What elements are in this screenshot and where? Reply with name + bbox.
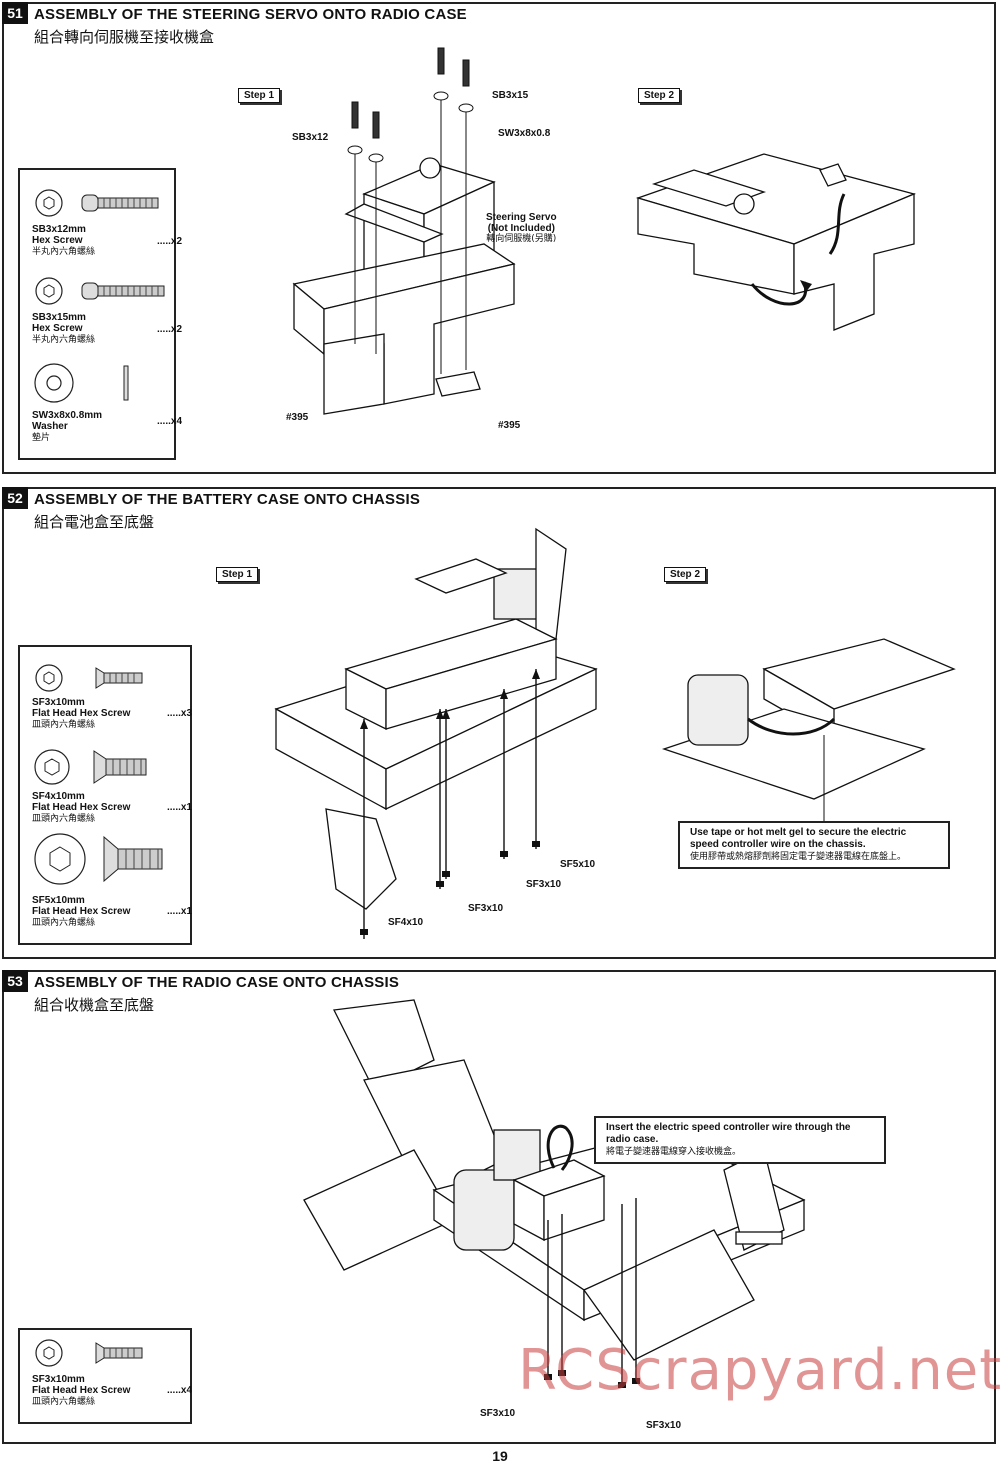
label-sb3x15: SB3x15: [492, 90, 529, 101]
step-1-label: Step 1: [216, 567, 259, 582]
section-number: 51: [2, 2, 28, 24]
washer-icon: [34, 363, 129, 403]
page-number: 19: [492, 1448, 508, 1464]
section-52: 52 ASSEMBLY OF THE BATTERY CASE ONTO CHA…: [2, 487, 996, 959]
part-sf3x10: SF3x10mm Flat Head Hex Screw 皿頭內六角螺絲 ...…: [32, 1374, 192, 1407]
screw-sf3x10-icon: [35, 664, 143, 692]
part-sf4x10: SF4x10mm Flat Head Hex Screw 皿頭內六角螺絲 ...…: [32, 791, 192, 824]
label-sw3x8x0-8: SW3x8x0.8: [498, 128, 551, 139]
part-sw3x8: SW3x8x0.8mm Washer 墊片 .....x4: [32, 410, 182, 443]
label-sf3x10-b: SF3x10: [646, 1420, 682, 1431]
label-part-395-right: #395: [498, 420, 521, 431]
screw-sf5x10-icon: [34, 833, 163, 885]
battery-case-chassis-step1-illustration: [274, 527, 598, 939]
section-subtitle: 組合收機盒至底盤: [34, 996, 155, 1014]
step-1-label: Step 1: [238, 88, 281, 103]
parts-list: SB3x12mm Hex Screw 半丸內六角螺絲 .....x2 SB3x1…: [18, 168, 182, 460]
part-sb3x12: SB3x12mm Hex Screw 半丸內六角螺絲 .....x2: [32, 224, 182, 257]
label-sf4x10: SF4x10: [388, 917, 424, 928]
note-secure-wire: Use tape or hot melt gel to secure the e…: [678, 821, 950, 869]
watermark: RCScrapyard.net: [518, 1338, 1000, 1403]
section-number: 53: [2, 970, 28, 992]
screw-sb3x15-icon: [35, 277, 165, 305]
section-subtitle: 組合轉向伺服機至接收機盒: [34, 28, 215, 46]
part-sf3x10: SF3x10mm Flat Head Hex Screw 皿頭內六角螺絲 ...…: [32, 697, 192, 730]
screw-sf3x10-icon: [35, 1339, 143, 1367]
servo-radio-case-step1-illustration: [292, 47, 516, 415]
part-sf5x10: SF5x10mm Flat Head Hex Screw 皿頭內六角螺絲 ...…: [32, 895, 192, 928]
radio-case-chassis-illustration: [303, 999, 806, 1388]
section-51: 51 ASSEMBLY OF THE STEERING SERVO ONTO R…: [2, 2, 996, 474]
section-53: 53 ASSEMBLY OF THE RADIO CASE ONTO CHASS…: [2, 970, 996, 1444]
section-title: ASSEMBLY OF THE STEERING SERVO ONTO RADI…: [34, 6, 467, 23]
section-title: ASSEMBLY OF THE BATTERY CASE ONTO CHASSI…: [34, 491, 421, 508]
label-sf5x10: SF5x10: [560, 859, 596, 870]
step-2-label: Step 2: [638, 88, 681, 103]
parts-list: SF3x10mm Flat Head Hex Screw 皿頭內六角螺絲 ...…: [18, 645, 192, 945]
parts-list: SF3x10mm Flat Head Hex Screw 皿頭內六角螺絲 ...…: [18, 1328, 192, 1424]
label-part-395-left: #395: [286, 412, 309, 423]
section-subtitle: 組合電池盒至底盤: [34, 513, 155, 531]
note-insert-wire: Insert the electric speed controller wir…: [594, 1116, 886, 1164]
label-sf3x10-a: SF3x10: [526, 879, 562, 890]
label-sb3x12: SB3x12: [292, 132, 329, 143]
step-2-label: Step 2: [664, 567, 707, 582]
section-number: 52: [2, 487, 28, 509]
battery-case-chassis-step2-illustration: [661, 638, 956, 823]
servo-radio-case-step2-illustration: [635, 153, 917, 331]
label-sf3x10-b: SF3x10: [468, 903, 504, 914]
screw-sf4x10-icon: [34, 749, 147, 785]
label-sf3x10-a: SF3x10: [480, 1408, 516, 1419]
section-title: ASSEMBLY OF THE RADIO CASE ONTO CHASSIS: [34, 974, 400, 991]
label-steering-servo: Steering Servo (Not Included) 轉向伺服機(另購): [486, 212, 557, 244]
screw-sb3x12-icon: [35, 189, 159, 217]
part-sb3x15: SB3x15mm Hex Screw 半丸內六角螺絲 .....x2: [32, 312, 182, 345]
